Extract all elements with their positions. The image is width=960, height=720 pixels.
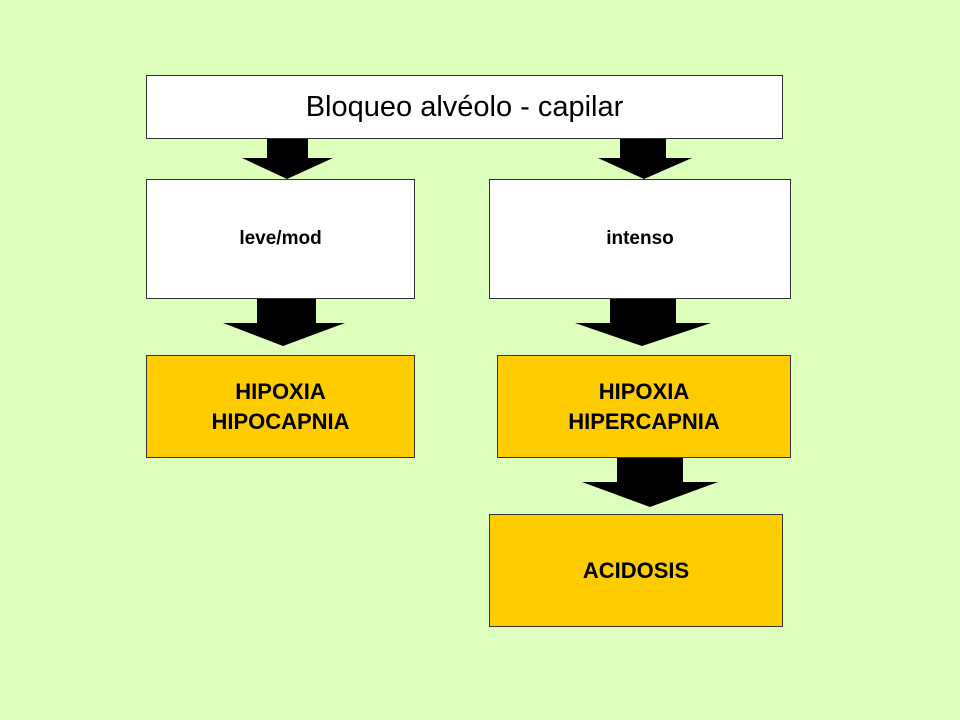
box-leve-mod: leve/mod: [146, 179, 415, 299]
arrow-down-icon: [242, 139, 333, 179]
box-intenso: intenso: [489, 179, 791, 299]
box-hipoxia-hipocapnia: HIPOXIA HIPOCAPNIA: [146, 355, 415, 458]
intenso-label: intenso: [606, 228, 674, 249]
hipocapnia-label: HIPOCAPNIA: [211, 408, 350, 434]
box-acidosis: ACIDOSIS: [489, 514, 783, 627]
arrow-down-icon: [575, 299, 711, 346]
arrow-down-icon: [223, 299, 345, 346]
top-box-label: Bloqueo alvéolo - capilar: [305, 90, 624, 123]
acidosis-label: ACIDOSIS: [582, 557, 690, 583]
hipocapnia-text: HIPOXIA HIPOCAPNIA: [211, 377, 349, 437]
hipercapnia-text: HIPOXIA HIPERCAPNIA: [568, 377, 720, 437]
top-box-bloqueo: Bloqueo alvéolo - capilar: [146, 75, 783, 139]
hipoxia-label-left: HIPOXIA: [235, 378, 326, 404]
hipercapnia-label: HIPERCAPNIA: [568, 408, 720, 434]
box-hipoxia-hipercapnia: HIPOXIA HIPERCAPNIA: [497, 355, 791, 458]
leve-mod-label: leve/mod: [239, 228, 322, 249]
arrow-down-icon: [598, 139, 692, 179]
arrow-down-icon: [582, 458, 718, 507]
hipoxia-label-right: HIPOXIA: [598, 378, 690, 404]
